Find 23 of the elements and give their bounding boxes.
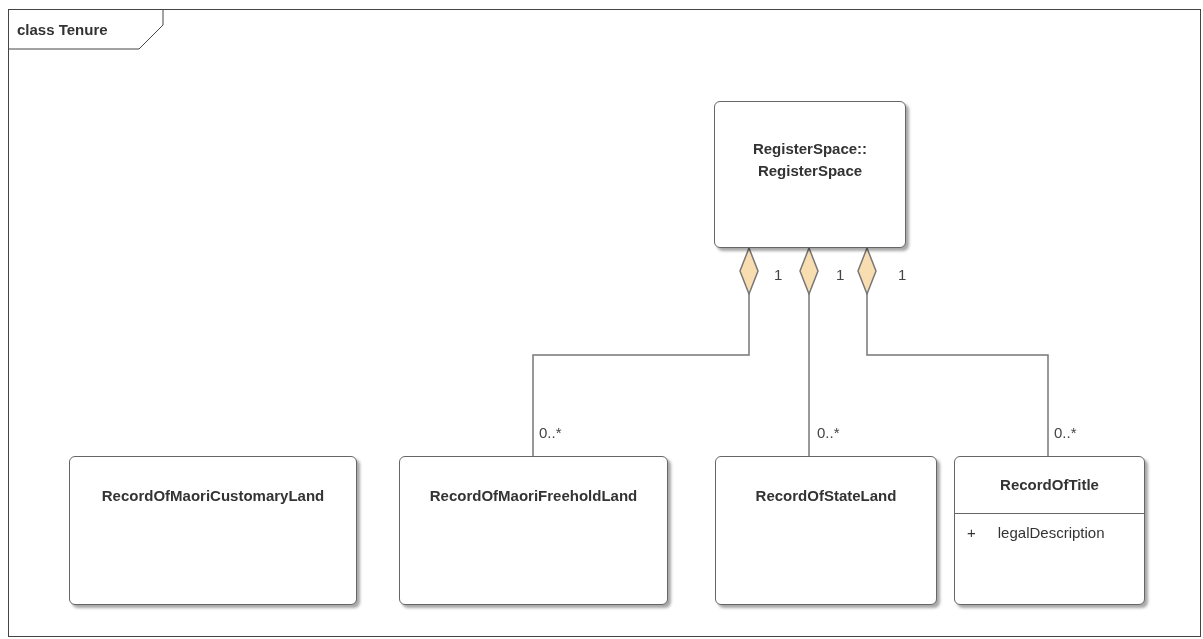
multiplicity-label: 0..* — [539, 424, 562, 442]
class-box — [954, 456, 1145, 605]
aggregation-connector — [532, 247, 759, 457]
frame-title: class Tenure — [17, 20, 108, 40]
class-box — [715, 456, 937, 605]
visibility-marker: + — [967, 523, 976, 543]
class-box — [714, 101, 906, 248]
multiplicity-label: 0..* — [817, 424, 840, 442]
multiplicity-label: 1 — [898, 266, 907, 284]
multiplicity-label: 0..* — [1054, 424, 1077, 442]
class-name: RegisterSpace:: RegisterSpace — [751, 139, 869, 181]
diagram-frame — [8, 9, 1201, 637]
class-name: RecordOfStateLand — [754, 486, 898, 506]
attribute-name: legalDescription — [997, 523, 1105, 543]
aggregation-connector — [857, 247, 1049, 457]
class-name: RecordOfMaoriFreeholdLand — [428, 486, 639, 506]
class-box — [399, 456, 668, 605]
class-name: RecordOfTitle — [999, 475, 1100, 495]
aggregation-connector — [799, 247, 819, 457]
class-name: RecordOfMaoriCustomaryLand — [100, 486, 326, 506]
multiplicity-label: 1 — [836, 266, 845, 284]
class-box — [69, 456, 357, 605]
multiplicity-label: 1 — [774, 266, 783, 284]
